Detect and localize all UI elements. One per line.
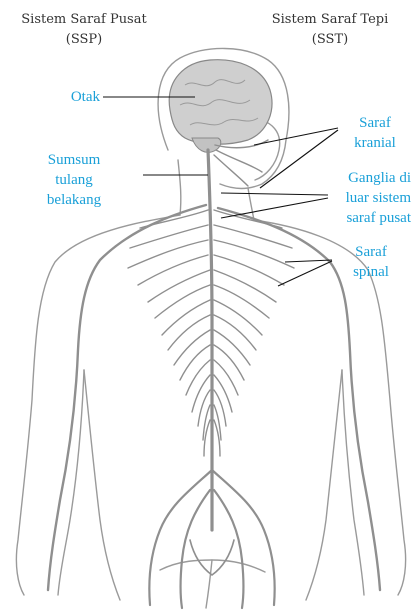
left-shoulder-arm [16,215,180,595]
spinal-nerves-left [128,210,210,456]
label-sumsum-line1: Sumsum [8,150,140,170]
label-otak-text: Otak [40,87,100,107]
label-saraf-spinal: Saraf spinal [334,242,408,282]
label-sumsum-line3: belakang [8,190,140,210]
label-ganglia-line2: luar sistem [315,188,411,208]
label-spinal-line2: spinal [334,262,408,282]
leader-kranial-1 [254,128,338,145]
cns-title: Sistem Saraf Pusat [4,10,164,30]
neck-outline-right [248,188,254,220]
brain [169,60,272,153]
label-ganglia-line3: saraf pusat [315,208,411,228]
leader-spinal-1 [285,260,332,262]
leader-ganglia-2 [221,198,328,218]
spinal-nerves-right [214,210,294,456]
label-ganglia: Ganglia di luar sistem saraf pusat [315,168,411,228]
leader-ganglia-1 [221,193,328,195]
torso-left [84,370,120,600]
label-saraf-kranial: Saraf kranial [340,113,410,153]
left-inner-arm [58,370,84,595]
label-kranial-line1: Saraf [340,113,410,133]
pns-title: Sistem Saraf Tepi [250,10,410,30]
label-otak: Otak [40,87,100,107]
pelvic-loop [190,540,234,575]
label-kranial-line2: kranial [340,133,410,153]
neck-outline-left [178,160,181,215]
pns-abbr: (SST) [250,30,410,50]
label-sumsum-tulang-belakang: Sumsum tulang belakang [8,150,140,210]
cns-abbr: (SSP) [4,30,164,50]
label-ganglia-line1: Ganglia di [315,168,411,188]
brain-shape [169,60,272,145]
label-sumsum-line2: tulang [8,170,140,190]
buttock-line [206,560,212,608]
cranial-nerves [214,140,268,186]
cns-header: Sistem Saraf Pusat (SSP) [4,10,164,50]
label-spinal-line1: Saraf [334,242,408,262]
torso-right [306,370,342,600]
pns-header: Sistem Saraf Tepi (SST) [250,10,410,50]
